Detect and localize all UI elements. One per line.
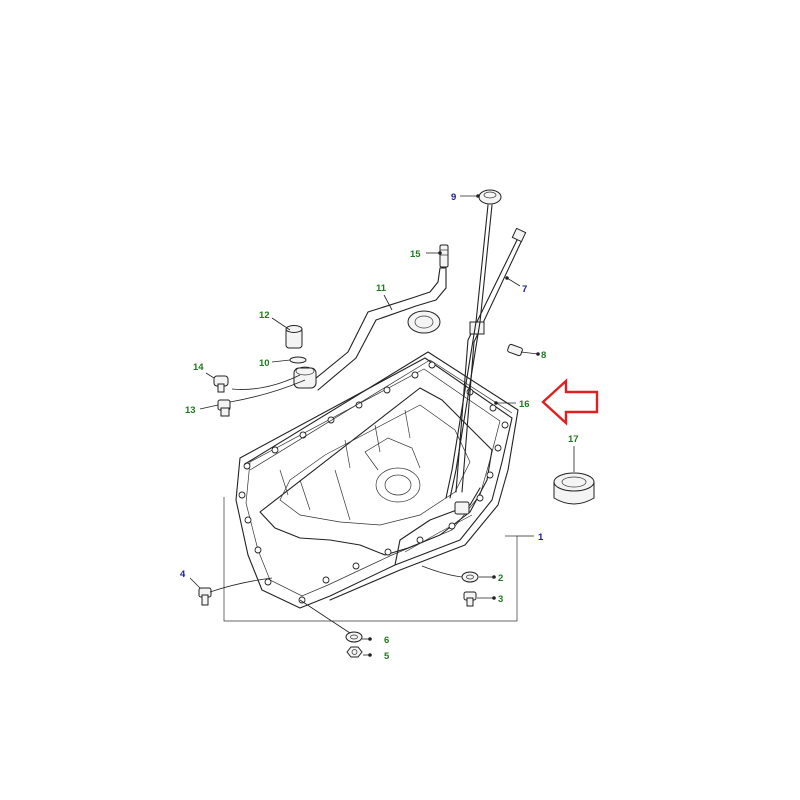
callout-3: 3 — [498, 594, 503, 605]
callout-labels: 1 2 3 4 5 6 7 8 9 10 11 12 13 14 15 16 1… — [180, 192, 579, 662]
callout-9: 9 — [451, 192, 456, 203]
o-ring-10 — [289, 356, 307, 364]
dipstick — [445, 189, 502, 499]
bolt-13 — [217, 399, 231, 417]
drain-plug-3 — [463, 591, 477, 607]
sleeve-12 — [285, 325, 303, 349]
bolt-4 — [198, 587, 212, 606]
callout-12: 12 — [259, 310, 270, 321]
washer-6 — [345, 631, 363, 643]
oil-pan-gasket — [244, 351, 519, 601]
callout-5: 5 — [384, 651, 390, 662]
callout-7: 7 — [522, 284, 527, 295]
callout-4: 4 — [180, 569, 186, 580]
callout-13: 13 — [185, 405, 196, 416]
assembly-bracket — [223, 497, 518, 622]
leader-lines — [189, 195, 575, 656]
leader-dots — [368, 194, 540, 657]
callout-11: 11 — [376, 283, 387, 294]
callout-15: 15 — [410, 249, 421, 260]
cap-17 — [553, 472, 595, 505]
callout-16: 16 — [519, 399, 530, 410]
stud-15 — [439, 244, 449, 268]
oil-pickup-pipe — [293, 267, 447, 391]
callout-14: 14 — [193, 362, 204, 373]
callout-8: 8 — [541, 350, 546, 361]
bolt-8 — [507, 343, 523, 357]
dipstick-tube — [455, 227, 527, 493]
oil-pan — [235, 357, 513, 609]
bolt-14 — [213, 375, 229, 393]
washer-2 — [461, 571, 479, 583]
flange-bolt-holes — [238, 361, 509, 604]
callout-10: 10 — [259, 358, 270, 369]
outline-arrow-left-icon — [541, 378, 599, 426]
nut-5 — [346, 646, 363, 658]
callout-1: 1 — [538, 532, 544, 543]
callout-17: 17 — [568, 434, 579, 445]
callout-6: 6 — [384, 635, 389, 646]
callout-2: 2 — [498, 573, 503, 584]
